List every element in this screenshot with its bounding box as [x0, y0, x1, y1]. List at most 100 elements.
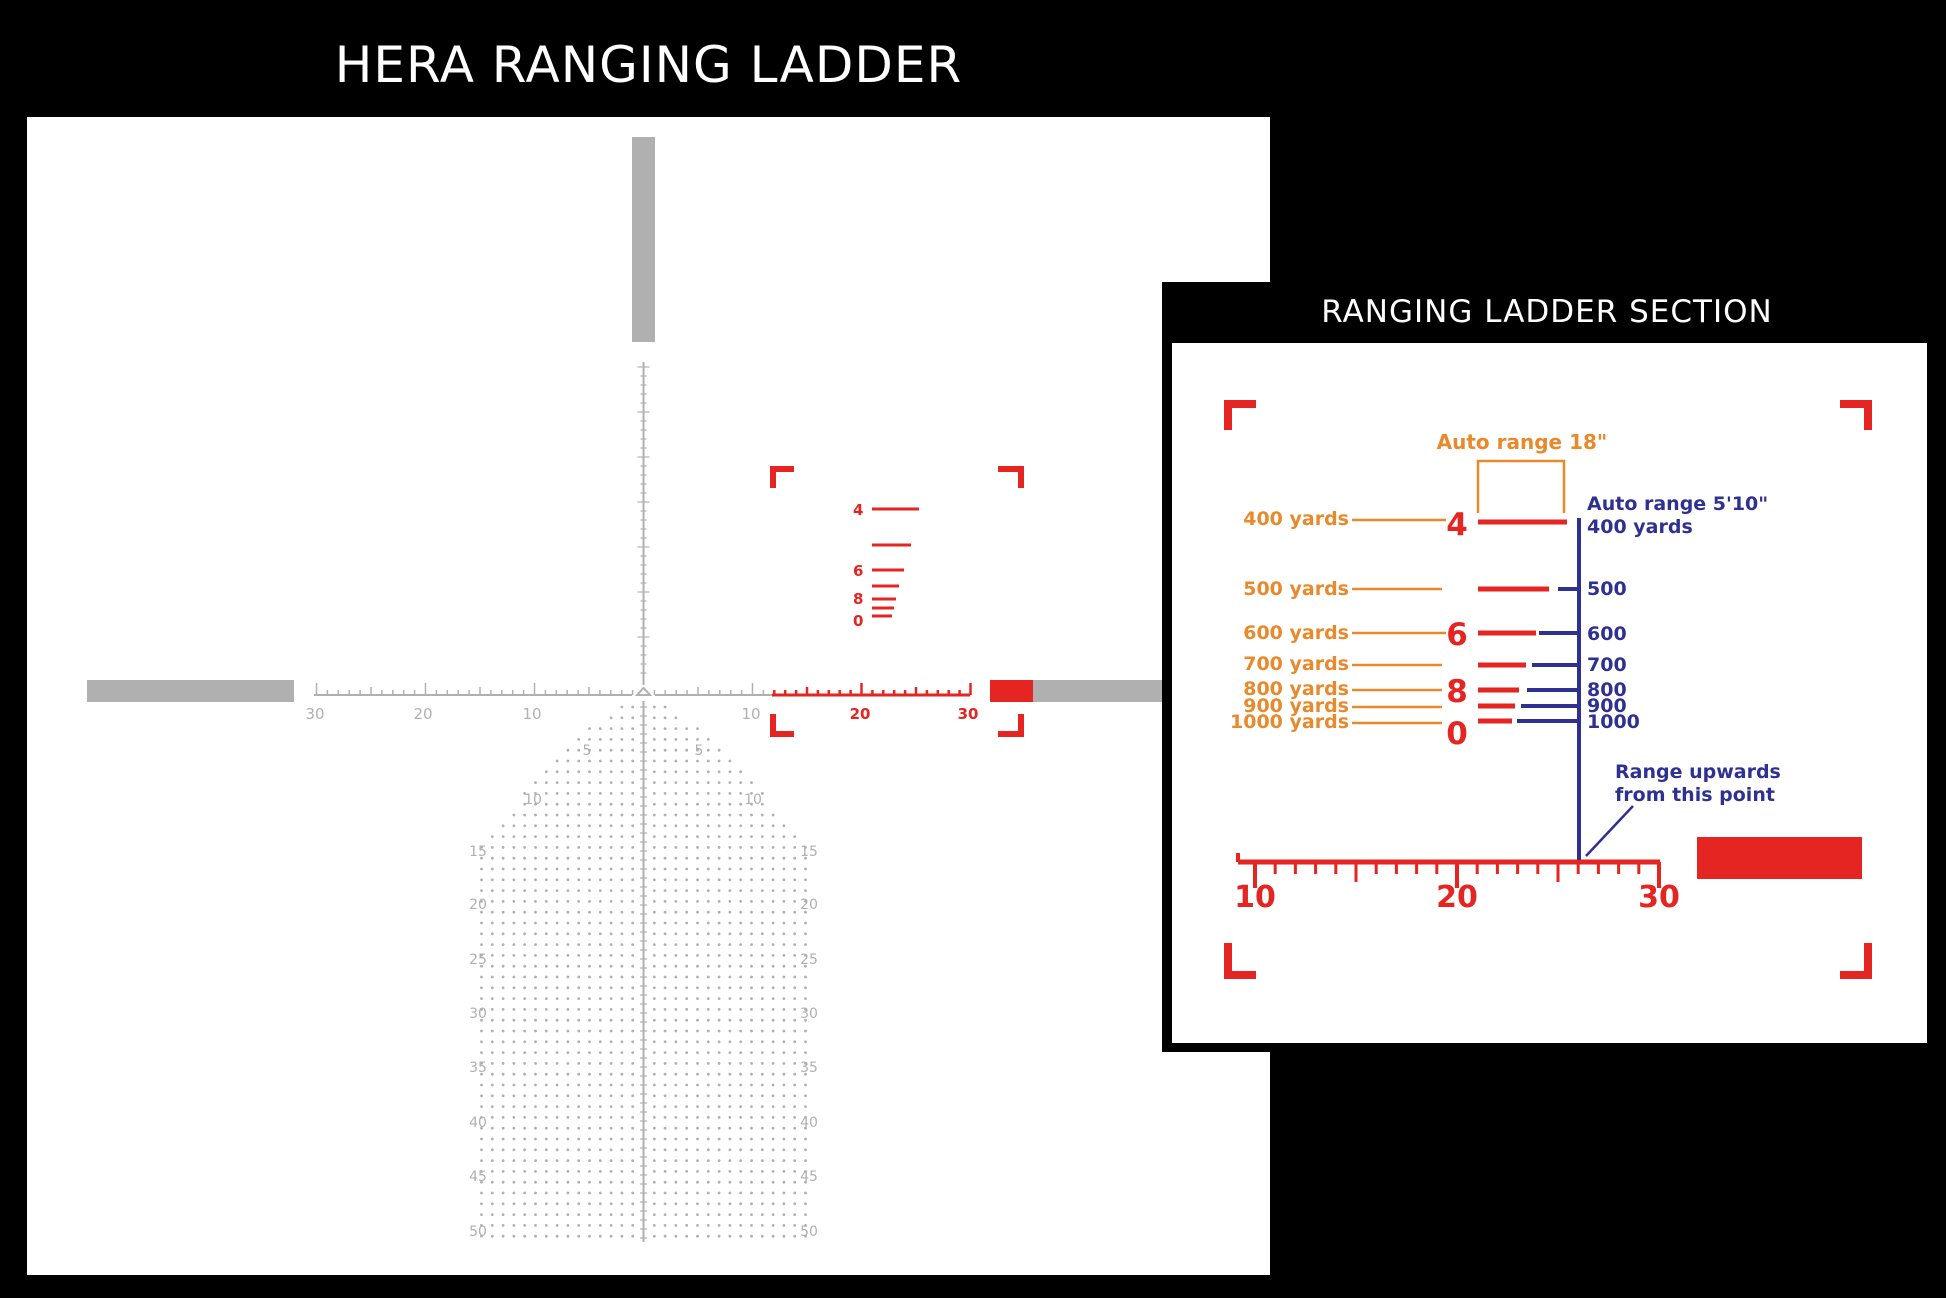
tree-dot	[793, 900, 797, 903]
tree-dot	[728, 846, 732, 849]
tree-dot	[760, 1234, 764, 1238]
tree-dot	[512, 889, 516, 892]
tree-dot	[544, 1029, 548, 1033]
tree-dot	[760, 792, 764, 795]
tree-dot	[631, 997, 635, 1000]
tree-dot	[728, 954, 732, 957]
tree-dot	[739, 856, 743, 860]
inset-scale-30: 30	[1638, 880, 1680, 915]
tree-dot	[728, 1062, 732, 1065]
tree-dot	[609, 910, 613, 914]
tree-dot	[696, 770, 699, 774]
tree-dot	[609, 997, 613, 1000]
tree-dot	[620, 705, 624, 709]
tree-dot	[555, 867, 559, 871]
tree-dot	[739, 824, 743, 828]
tree-dot	[793, 1008, 797, 1011]
tree-dot	[480, 1029, 483, 1033]
scale-label-right-30: 30	[958, 705, 979, 723]
tree-dot	[750, 1170, 753, 1173]
tree-dot	[577, 975, 581, 979]
tree-dot	[609, 1137, 613, 1141]
tree-dot	[555, 1018, 559, 1022]
tree-dot	[577, 1137, 581, 1141]
tree-dot	[609, 932, 613, 936]
tree-dot	[598, 1180, 602, 1184]
tree-dot	[609, 986, 613, 990]
tree-dot	[609, 716, 613, 720]
tree-dot	[674, 738, 678, 741]
tree-dot	[566, 921, 570, 925]
tree-dot	[663, 1018, 667, 1022]
tree-dot	[588, 1213, 591, 1216]
tree-dot	[480, 1008, 483, 1011]
tree-dot	[706, 1224, 710, 1227]
tree-dot	[739, 867, 743, 871]
tree-dot	[566, 1191, 570, 1195]
tree-dot	[631, 1137, 635, 1141]
tree-dot	[674, 921, 678, 925]
tree-dot	[566, 846, 570, 849]
tree-dot	[534, 1159, 537, 1162]
tree-dot	[631, 878, 635, 882]
tree-dot	[674, 1137, 678, 1141]
tree-dot	[663, 975, 667, 979]
tree-dot	[534, 921, 537, 925]
tree-dot	[588, 1224, 591, 1227]
tree-dot	[696, 748, 699, 752]
tree-dot	[620, 1213, 624, 1216]
tree-dot	[501, 867, 505, 871]
tree-dot	[663, 900, 667, 903]
tree-dot	[534, 900, 537, 903]
tree-dot	[674, 1170, 678, 1173]
tree-dot	[804, 1094, 807, 1098]
tree-dot	[577, 792, 581, 795]
tree-dot	[501, 932, 505, 936]
tree-dot	[577, 1180, 581, 1184]
tree-dot	[490, 1051, 494, 1054]
tree-dot	[750, 954, 753, 957]
tree-dot	[728, 1040, 732, 1044]
tree-dot	[793, 1234, 797, 1238]
tree-dot	[739, 1062, 743, 1065]
tree-dot	[588, 964, 591, 968]
tree-dot	[739, 1234, 743, 1238]
tree-dot	[555, 1180, 559, 1184]
tree-dot	[674, 1105, 678, 1108]
tree-dot	[760, 921, 764, 925]
inset-red-ladder	[1478, 519, 1567, 724]
tree-dot	[717, 759, 721, 763]
tree-dot	[577, 964, 581, 968]
tree-dot	[501, 1202, 505, 1206]
tree-dot	[512, 813, 516, 817]
tree-dot	[717, 1224, 721, 1227]
tree-dot	[620, 727, 624, 730]
tree-dot	[706, 781, 710, 784]
tree-dot	[544, 1008, 548, 1011]
tree-dot	[728, 856, 732, 860]
scale-label-left-10: 10	[522, 705, 541, 723]
tree-dot	[728, 1224, 732, 1227]
tree-dot	[750, 1008, 753, 1011]
tree-dot	[620, 1224, 624, 1227]
tree-dot	[793, 1213, 797, 1216]
tree-dot	[534, 1040, 537, 1044]
tree-dot	[566, 1137, 570, 1141]
tree-dot	[760, 824, 764, 828]
tree-dot	[652, 954, 656, 957]
tree-dot	[620, 1105, 624, 1108]
tree-dot	[544, 964, 548, 968]
tree-dot	[793, 943, 797, 946]
tree-dot	[793, 932, 797, 936]
tree-dot	[760, 900, 764, 903]
tree-dot	[490, 889, 494, 892]
tree-dot	[609, 1116, 613, 1119]
tree-dot	[609, 1040, 613, 1044]
tree-dot	[782, 1094, 786, 1098]
tree-dot	[760, 889, 764, 892]
tree-dot	[501, 1062, 505, 1065]
tree-dot	[652, 997, 656, 1000]
tree-dot	[620, 1116, 624, 1119]
tree-dot	[490, 1008, 494, 1011]
tree-dot	[696, 1105, 699, 1108]
